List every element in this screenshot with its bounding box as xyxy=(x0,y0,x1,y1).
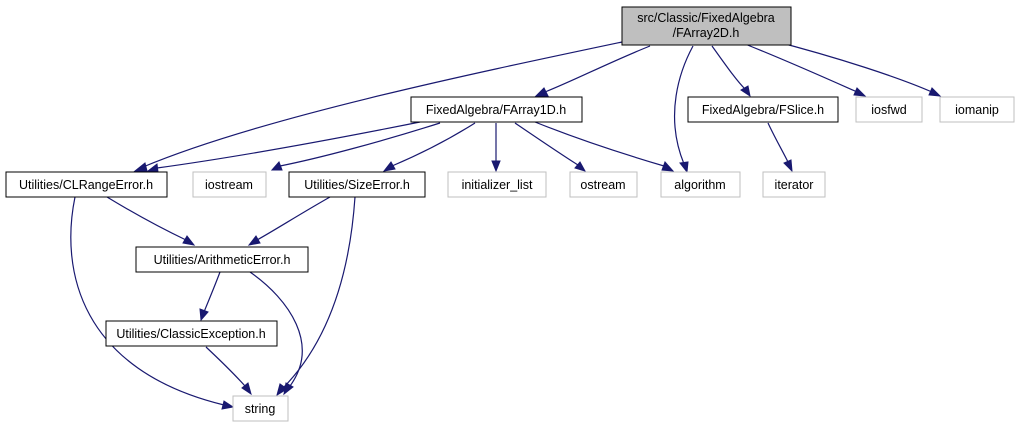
node-classicexception-label: Utilities/ClassicException.h xyxy=(116,327,265,341)
node-iostream-label: iostream xyxy=(205,178,253,192)
node-iterator-label: iterator xyxy=(775,178,814,192)
node-iterator[interactable]: iterator xyxy=(762,171,826,198)
edges xyxy=(70,39,942,410)
node-root-line1: src/Classic/FixedAlgebra xyxy=(637,11,775,25)
node-root-farray2d[interactable]: src/Classic/FixedAlgebra /FArray2D.h xyxy=(621,6,792,46)
node-clrangeerror-label: Utilities/CLRangeError.h xyxy=(19,178,153,192)
node-sizeerror-label: Utilities/SizeError.h xyxy=(304,178,410,192)
edge-farray1d-to-iostream xyxy=(270,122,441,171)
node-iosfwd-label: iosfwd xyxy=(871,103,906,117)
node-string-label: string xyxy=(245,402,276,416)
node-initializer-list[interactable]: initializer_list xyxy=(447,171,547,198)
edge-arithmeticerror-to-string xyxy=(249,271,303,396)
edge-farray1d-to-sizeerror xyxy=(382,122,476,172)
edge-farray1d-to-ostream xyxy=(514,122,587,172)
edge-clrangeerror-to-arithmeticerror xyxy=(106,196,196,246)
node-arithmeticerror-label: Utilities/ArithmeticError.h xyxy=(154,253,291,267)
edge-sizeerror-to-arithmeticerror xyxy=(247,196,331,246)
edge-classicexception-to-string xyxy=(205,346,252,396)
edge-root-to-iomanip xyxy=(769,39,942,97)
node-iosfwd[interactable]: iosfwd xyxy=(855,96,923,123)
edge-root-to-iosfwd xyxy=(744,43,867,97)
node-root-line2: /FArray2D.h xyxy=(673,26,740,40)
edge-farray1d-to-clrangeerror xyxy=(146,121,421,173)
node-ostream[interactable]: ostream xyxy=(569,171,638,198)
node-farray1d[interactable]: FixedAlgebra/FArray1D.h xyxy=(410,96,583,123)
node-fslice[interactable]: FixedAlgebra/FSlice.h xyxy=(687,96,839,123)
node-fslice-label: FixedAlgebra/FSlice.h xyxy=(702,103,824,117)
node-farray1d-label: FixedAlgebra/FArray1D.h xyxy=(426,103,566,117)
node-ostream-label: ostream xyxy=(580,178,625,192)
edge-arithmeticerror-to-classicexception xyxy=(199,271,221,322)
edge-clrangeerror-to-string xyxy=(70,196,235,410)
node-algorithm[interactable]: algorithm xyxy=(660,171,741,198)
nodes: src/Classic/FixedAlgebra /FArray2D.h Fix… xyxy=(5,6,1015,422)
node-classicexception[interactable]: Utilities/ClassicException.h xyxy=(105,320,278,347)
node-iostream[interactable]: iostream xyxy=(192,171,267,198)
edge-root-to-clrangeerror xyxy=(133,41,623,172)
edge-sizeerror-to-string xyxy=(276,196,356,397)
edge-root-to-algorithm xyxy=(673,45,694,174)
node-initializer-list-label: initializer_list xyxy=(462,178,533,192)
node-clrangeerror[interactable]: Utilities/CLRangeError.h xyxy=(5,171,168,198)
node-iomanip[interactable]: iomanip xyxy=(939,96,1015,123)
node-sizeerror[interactable]: Utilities/SizeError.h xyxy=(288,171,426,198)
edge-fslice-to-iterator xyxy=(767,122,793,173)
node-arithmeticerror[interactable]: Utilities/ArithmeticError.h xyxy=(135,246,309,273)
edge-farray1d-to-initializer-list xyxy=(491,123,501,173)
edge-root-to-farray1d xyxy=(534,45,651,97)
edge-farray1d-to-algorithm xyxy=(534,121,675,172)
node-iomanip-label: iomanip xyxy=(955,103,999,117)
edge-root-to-fslice xyxy=(711,45,751,98)
node-algorithm-label: algorithm xyxy=(674,178,725,192)
node-string[interactable]: string xyxy=(232,395,289,422)
